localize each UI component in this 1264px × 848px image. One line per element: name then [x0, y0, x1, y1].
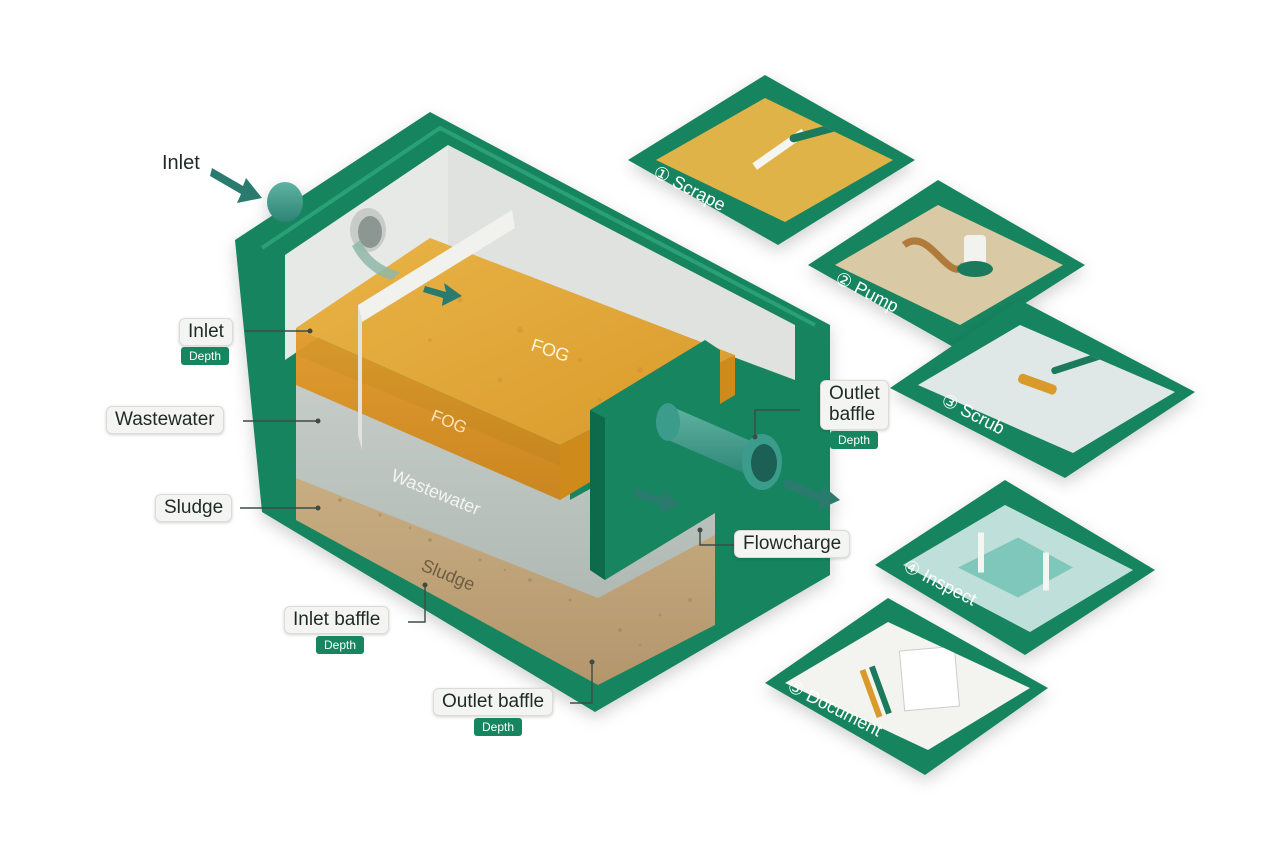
- outlet-baffle-bottom-depth-tag: Depth: [474, 718, 523, 737]
- inlet-arrow-icon: [210, 168, 262, 203]
- baffle-flow-arrow: [423, 283, 462, 306]
- outlet-baffle-right-line1: Outlet: [829, 383, 880, 404]
- sludge-texture: [338, 498, 692, 647]
- sludge-callout: Sludge: [155, 494, 233, 523]
- inlet-depth-tag: Depth: [181, 347, 230, 366]
- inlet-depth-callout: Inlet: [179, 318, 233, 347]
- internal-flow-arrow: [633, 488, 680, 512]
- outlet-baffle-right-callout: Outlet baffle: [820, 380, 889, 430]
- step-tile-1: ① Scrape: [628, 75, 915, 245]
- inlet-baffle-callout: Inlet baffle: [284, 606, 390, 635]
- wastewater-callout: Wastewater: [106, 406, 224, 435]
- sludge-layer: [296, 478, 715, 685]
- inlet-water-stream: [352, 240, 400, 280]
- scraper-icon: [656, 98, 893, 222]
- leader-dots: [307, 328, 758, 665]
- tank-back-wall-right: [448, 145, 795, 380]
- clipboard-icon-detail: [859, 645, 961, 718]
- outflow-arrow: [783, 478, 840, 510]
- step-tile-5: ⑤ Document: [765, 598, 1048, 775]
- flowcharge-callout: Flowcharge: [734, 530, 851, 559]
- leader-lines: [240, 330, 800, 704]
- grease-trap-tank: [235, 112, 840, 712]
- scraper-icon-detail: [752, 123, 839, 170]
- outlet-baffle-right-depth-tag: Depth: [830, 431, 879, 450]
- inlet-pipe: [267, 182, 303, 222]
- inlet-depth-title: Inlet: [188, 321, 224, 342]
- tank-rim-highlight: [260, 125, 816, 327]
- inlet-baffle-depth-tag: Depth: [316, 636, 365, 655]
- outlet-pipe: [656, 403, 782, 490]
- pump-icon-detail: [901, 235, 993, 277]
- outlet-baffle-right-line2: baffle: [829, 404, 876, 426]
- outlet-baffle-board: [590, 340, 720, 580]
- inlet-baffle-face: [358, 305, 362, 450]
- inlet-baffle-board: [358, 210, 515, 322]
- step-tile-4: ④ Inspect: [875, 480, 1155, 655]
- inlet-arrow-label: Inlet: [162, 152, 200, 174]
- inspect-icon-detail: [958, 532, 1073, 598]
- outlet-baffle-bottom-callout: Outlet baffle: [433, 688, 554, 717]
